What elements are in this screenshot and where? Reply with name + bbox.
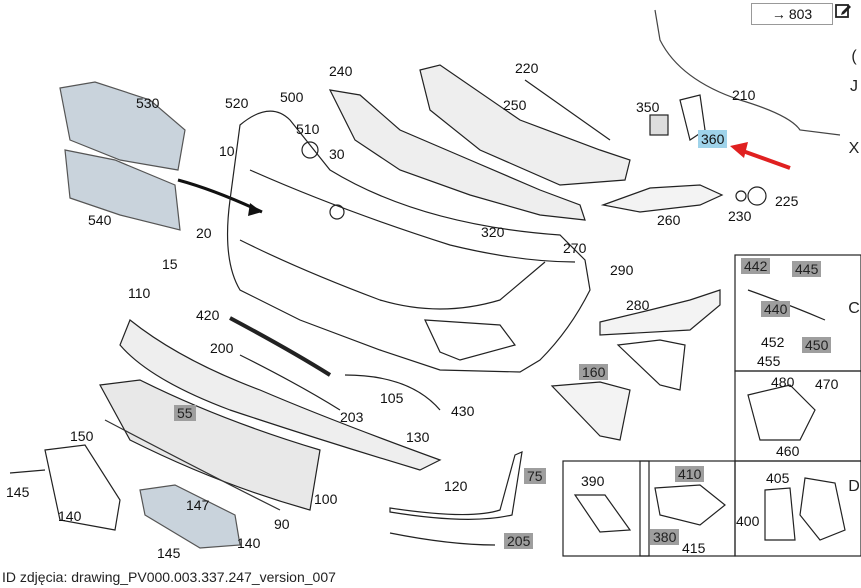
part-label-360[interactable]: 360 [698,130,728,148]
part-label-15[interactable]: 15 [162,256,178,272]
edit-icon[interactable] [834,2,852,20]
part-210-harness [654,9,841,136]
part-label-240[interactable]: 240 [329,63,353,79]
part-label-205[interactable]: 205 [504,533,534,549]
part-label-90[interactable]: 90 [274,516,290,532]
part-label-120[interactable]: 120 [444,478,468,494]
part-label-250[interactable]: 250 [503,97,527,113]
part-label-147[interactable]: 147 [186,497,210,513]
reference-box[interactable]: → 803 [751,3,833,25]
part-label-225[interactable]: 225 [775,193,799,209]
part-label-110[interactable]: 110 [128,285,151,301]
part-label-460[interactable]: 460 [776,443,800,459]
part-label-450[interactable]: 450 [802,337,832,353]
part-label-470[interactable]: 470 [815,376,839,392]
part-label-270[interactable]: 270 [563,240,587,256]
part-label-410[interactable]: 410 [675,466,705,482]
part-label-445[interactable]: 445 [792,261,822,277]
part-10-bumper [226,110,591,373]
part-label-520[interactable]: 520 [225,95,249,111]
part-label-500[interactable]: 500 [280,89,304,105]
part-label-160[interactable]: 160 [579,364,609,380]
part-530-shape [59,81,186,171]
part-140-plate [139,484,241,549]
part-label-105[interactable]: 105 [380,390,404,406]
part-label-145-top[interactable]: 145 [6,484,30,500]
part-label-200[interactable]: 200 [210,340,234,356]
part-label-100[interactable]: 100 [314,491,338,507]
part-label-390[interactable]: 390 [581,473,605,489]
toolbar-icon-1[interactable]: ( [851,48,857,65]
part-label-530[interactable]: 530 [136,95,160,111]
part-label-430[interactable]: 430 [451,403,475,419]
part-label-480[interactable]: 480 [771,374,795,390]
part-240-beam [328,89,586,221]
part-label-75[interactable]: 75 [524,468,546,484]
part-label-145-bottom[interactable]: 145 [157,545,181,561]
part-label-380[interactable]: 380 [650,529,680,545]
part-label-10[interactable]: 10 [219,143,235,159]
part-label-203[interactable]: 203 [340,409,364,425]
part-label-350[interactable]: 350 [636,99,660,115]
part-label-210[interactable]: 210 [732,87,756,103]
toolbar-icon-5[interactable]: D [848,478,860,495]
part-label-405[interactable]: 405 [766,470,790,486]
part-label-442[interactable]: 442 [741,258,771,274]
part-110-carrier [119,319,442,471]
part-label-320[interactable]: 320 [481,224,505,240]
part-label-400[interactable]: 400 [736,513,760,529]
part-label-55[interactable]: 55 [174,405,196,421]
toolbar-icon-3[interactable]: X [848,140,860,157]
part-label-130[interactable]: 130 [406,429,430,445]
part-label-140-right[interactable]: 140 [237,535,261,551]
part-label-280[interactable]: 280 [626,297,650,313]
part-540-shape [64,149,181,231]
part-label-452[interactable]: 452 [761,334,785,350]
part-label-230[interactable]: 230 [728,208,752,224]
reference-number: 803 [788,6,813,22]
part-label-30[interactable]: 30 [329,146,345,162]
part-label-455[interactable]: 455 [757,353,781,369]
part-100-grille [99,379,321,511]
part-label-415[interactable]: 415 [682,540,706,556]
part-label-510[interactable]: 510 [296,121,320,137]
part-label-420[interactable]: 420 [196,307,220,323]
part-label-440[interactable]: 440 [761,301,791,317]
toolbar-icon-4[interactable]: C [848,300,860,317]
arrow-right-icon: → [771,6,786,22]
part-label-540[interactable]: 540 [88,212,112,228]
part-label-20[interactable]: 20 [196,225,212,241]
part-250-beam [419,64,631,186]
part-label-290[interactable]: 290 [610,262,634,278]
part-label-220[interactable]: 220 [515,60,539,76]
part-label-150[interactable]: 150 [70,428,94,444]
toolbar-icon-2[interactable]: J [850,78,858,95]
photo-id-caption: ID zdjęcia: drawing_PV000.003.337.247_ve… [2,569,336,585]
part-label-260[interactable]: 260 [657,212,681,228]
part-label-140-left[interactable]: 140 [58,508,82,524]
